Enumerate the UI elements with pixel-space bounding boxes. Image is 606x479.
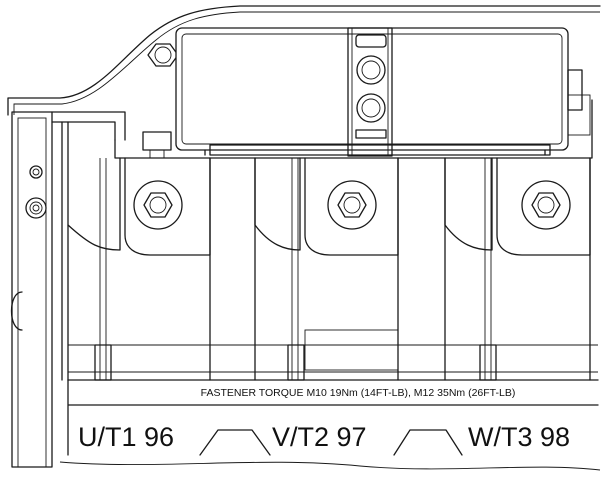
small-nut xyxy=(142,131,172,159)
housing-inner-outline xyxy=(13,11,600,115)
label-strip-notches xyxy=(199,429,463,456)
body-outline xyxy=(114,99,593,159)
label-strip-outline xyxy=(67,379,599,456)
terminal-separators xyxy=(209,157,591,381)
terminal-label-w: W/T3 98 xyxy=(468,422,570,452)
bottom-break-line xyxy=(59,461,601,471)
left-nut xyxy=(25,197,47,219)
terminal-2-bolt xyxy=(327,180,377,230)
housing-outline xyxy=(7,5,601,116)
top-left-bolt xyxy=(147,43,179,67)
terminal-1-housing xyxy=(67,157,211,381)
left-frame xyxy=(10,111,126,468)
torque-note: FASTENER TORQUE M10 19Nm (14FT-LB), M12 … xyxy=(201,387,516,399)
terminal-3-bolt xyxy=(521,180,571,230)
terminal-label-u: U/T1 96 xyxy=(78,422,174,452)
left-small-screw xyxy=(29,165,43,179)
terminal-1-bolt xyxy=(133,180,183,230)
top-cover xyxy=(175,27,591,156)
terminal-label-v: V/T2 97 xyxy=(272,422,367,452)
terminal-2-housing xyxy=(254,157,399,381)
center-screw-stack xyxy=(347,27,393,157)
terminal-3-housing xyxy=(444,157,591,381)
